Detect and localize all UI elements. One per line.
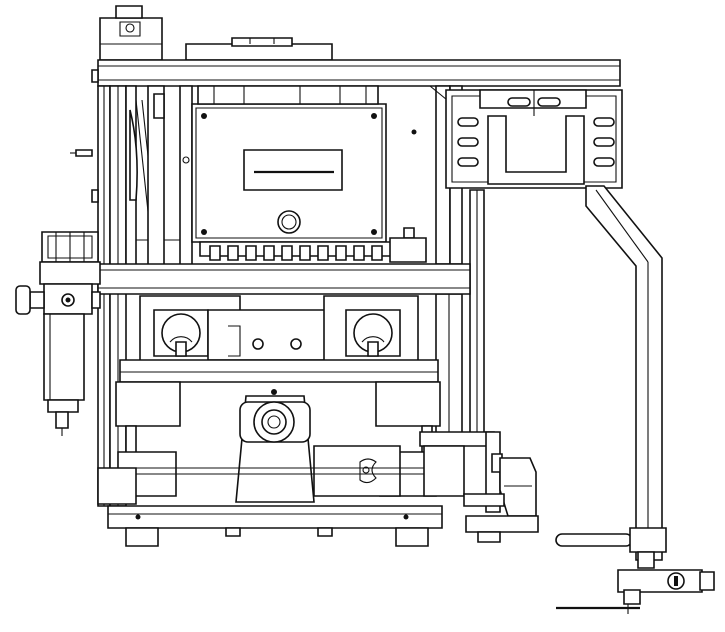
upper-right-clamp-bracket	[446, 90, 622, 188]
base-plate	[108, 506, 442, 528]
lower-crossbars	[98, 468, 436, 504]
control-box	[192, 104, 386, 242]
arm-foot-clamp	[556, 528, 666, 568]
pivot-support-arm	[236, 389, 314, 502]
top-plate-cover	[186, 38, 332, 60]
lower-plate	[120, 360, 438, 382]
bearing-housing-left	[140, 296, 240, 366]
top-mounting-bracket	[100, 6, 162, 60]
sensor-probe-assembly	[556, 570, 714, 614]
middle-crossbeam	[98, 264, 470, 294]
side-mounting-bracket	[420, 432, 536, 516]
lower-mid-block	[314, 446, 400, 496]
cable-gland-strip	[200, 238, 426, 262]
base-feet	[126, 528, 428, 546]
side-foot-plate	[466, 516, 538, 542]
bearing-housing-right	[324, 296, 418, 366]
top-crossbeam	[98, 60, 620, 86]
control-box-top-rails	[198, 86, 378, 104]
inner-frame-posts	[148, 86, 192, 266]
right-bent-arm	[586, 186, 662, 560]
pressure-regulator-unit	[16, 232, 100, 436]
